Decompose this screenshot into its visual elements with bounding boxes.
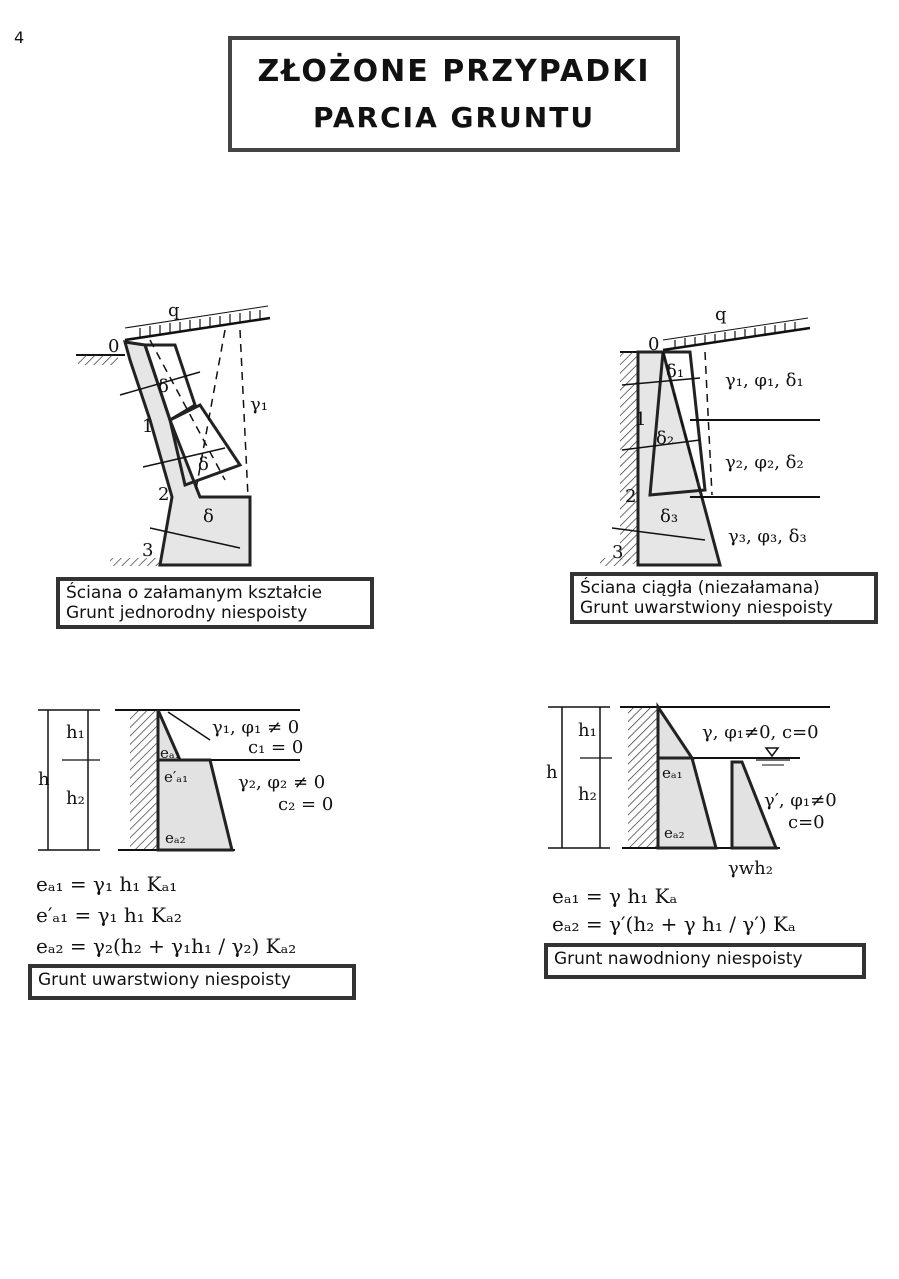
- fig1-delta-3: δ: [203, 506, 214, 527]
- fig4-h1-label: h₁: [578, 720, 597, 741]
- fig3-wall-hatch: [130, 710, 158, 850]
- fig4-layer2-c: c=0: [788, 812, 825, 833]
- fig4-pressure-layer-2: [656, 756, 718, 850]
- fig1-load-top: [124, 305, 269, 329]
- fig3-label-ea2: eₐ₂: [165, 829, 186, 847]
- fig2-diagram: q 0 1 2 3 δ₁ δ₂ δ₃ γ₁, φ₁, δ₁ γ₂, φ₂, δ₂…: [600, 304, 820, 567]
- fig1-toe-hatch: [110, 558, 160, 566]
- fig4-label-ea1: eₐ₁: [662, 764, 683, 782]
- fig3-layer2-c: c₂ = 0: [278, 794, 333, 815]
- fig3-label-ea1: eₐ₁: [160, 744, 181, 762]
- fig1-diagram: q 0 1 2 3 γ₁ δ δ δ: [76, 300, 271, 567]
- fig4-layer2-props: γ′, φ₁≠0: [764, 790, 837, 811]
- fig3-caption-text: Grunt uwarstwiony niespoisty: [38, 970, 291, 990]
- title-line-1: ZŁOŻONE PRZYPADKI: [257, 54, 651, 89]
- fig3-caption: Grunt uwarstwiony niespoisty: [28, 964, 356, 1000]
- fig3-layer2-props: γ₂, φ₂ ≠ 0: [238, 772, 325, 793]
- fig2-layer-3: γ₃, φ₃, δ₃: [728, 526, 807, 547]
- fig2-force-3: [611, 527, 706, 541]
- fig2-load-line: [662, 326, 811, 352]
- fig2-delta-3: δ₃: [660, 506, 678, 527]
- fig1-point-1: 1: [142, 416, 153, 437]
- fig3-pressure-layer-2: [156, 758, 234, 852]
- fig2-force-1: [621, 377, 701, 386]
- fig1-load-arrows: [139, 310, 261, 338]
- fig4-water-symbol: [764, 747, 780, 758]
- fig4-wall-hatch: [628, 707, 658, 848]
- fig2-point-2: 2: [625, 486, 636, 507]
- fig3-h-label: h: [38, 769, 50, 790]
- fig1-force-3: [149, 527, 241, 549]
- fig4-h-label: h: [546, 762, 558, 783]
- fig2-toe-hatch: [600, 558, 630, 566]
- title-line-2: PARCIA GRUNTU: [312, 101, 596, 134]
- fig3-layer1-c: c₁ = 0: [248, 737, 303, 758]
- fig2-point-3: 3: [612, 542, 623, 563]
- fig3-label-ea1-prime: e′ₐ₁: [164, 768, 188, 786]
- fig2-slip-line-1: [662, 351, 701, 491]
- fig2-caption: Ściana ciągła (niezałamana) Grunt uwarst…: [570, 572, 878, 624]
- fig3-equation-1: eₐ₁ = γ₁ h₁ Kₐ₁: [36, 872, 178, 896]
- fig1-caption-line-2: Grunt jednorodny niespoisty: [66, 603, 308, 623]
- title-box: ZŁOŻONE PRZYPADKI PARCIA GRUNTU: [228, 36, 680, 152]
- fig3-diagram: h h₁ h₂ eₐ₁ e′ₐ₁ eₐ₂ γ₁, φ₁ ≠ 0 c₁ = 0 γ…: [38, 709, 333, 852]
- fig1-caption: Ściana o załamanym kształcie Grunt jedno…: [56, 577, 374, 629]
- fig1-delta-1: δ: [158, 376, 169, 397]
- fig2-load-top: [662, 317, 809, 341]
- fig2-delta-1: δ₁: [666, 361, 684, 382]
- fig1-wall-block-1: [142, 343, 197, 423]
- page-number: 4: [14, 28, 25, 47]
- fig4-h2-label: h₂: [578, 784, 597, 805]
- fig2-layer-2: γ₂, φ₂, δ₂: [725, 452, 804, 473]
- fig3-layer1-props: γ₁, φ₁ ≠ 0: [212, 717, 299, 738]
- fig4-caption: Grunt nawodniony niespoisty: [544, 943, 866, 979]
- fig2-point-0: 0: [648, 334, 659, 355]
- fig4-layer1-props: γ, φ₁≠0, c=0: [702, 722, 819, 743]
- fig4-equation-1: eₐ₁ = γ h₁ Kₐ: [552, 884, 678, 908]
- fig1-force-1: [119, 371, 201, 396]
- fig2-load-arrows: [674, 322, 796, 348]
- fig1-point-3: 3: [142, 540, 153, 561]
- fig3-equation-3: eₐ₂ = γ₂(h₂ + γ₁h₁ / γ₂) Kₐ₂: [36, 934, 297, 958]
- fig1-load-line: [124, 316, 271, 342]
- fig2-load-label: q: [715, 304, 727, 325]
- fig2-layer-1: γ₁, φ₁, δ₁: [725, 370, 804, 391]
- fig3-h2-label: h₂: [66, 788, 85, 809]
- fig3-h1-label: h₁: [66, 722, 85, 743]
- fig4-label-gwh2: γwh₂: [728, 858, 773, 879]
- fig1-slip-line-1: [149, 339, 226, 481]
- fig2-point-1: 1: [635, 409, 646, 430]
- fig1-point-0: 0: [108, 336, 119, 357]
- fig2-wedge: [648, 350, 707, 497]
- fig1-force-2: [142, 447, 226, 468]
- fig2-caption-line-2: Grunt uwarstwiony niespoisty: [580, 598, 833, 618]
- fig1-slip-line-3: [239, 329, 249, 498]
- fig4-label-ea2: eₐ₂: [664, 824, 685, 842]
- fig1-ground-hatch: [78, 355, 118, 365]
- fig4-equation-2: eₐ₂ = γ′(h₂ + γ h₁ / γ′) Kₐ: [552, 912, 796, 936]
- fig4-pressure-layer-1: [656, 702, 695, 760]
- fig4-caption-text: Grunt nawodniony niespoisty: [554, 949, 803, 969]
- fig4-diagram: h h₁ h₂ eₐ₁ eₐ₂ γwh₂ γ, φ₁≠0, c=0 γ′, φ₁…: [546, 702, 837, 879]
- fig3-equation-2: e′ₐ₁ = γ₁ h₁ Kₐ₂: [36, 903, 182, 927]
- fig2-delta-2: δ₂: [656, 428, 674, 449]
- fig1-gamma: γ₁: [250, 394, 268, 415]
- fig2-wall-hatch: [620, 352, 638, 564]
- fig4-water-pressure: [730, 760, 779, 850]
- fig1-caption-line-1: Ściana o załamanym kształcie: [66, 583, 323, 603]
- fig2-caption-line-1: Ściana ciągła (niezałamana): [580, 578, 820, 598]
- fig2-force-2: [621, 439, 701, 451]
- fig1-wall-block-2: [168, 403, 243, 487]
- fig1-point-2: 2: [158, 484, 169, 505]
- fig2-slip-line-2: [704, 351, 713, 496]
- fig1-load-label: q: [168, 300, 180, 321]
- fig1-delta-2: δ: [198, 454, 209, 475]
